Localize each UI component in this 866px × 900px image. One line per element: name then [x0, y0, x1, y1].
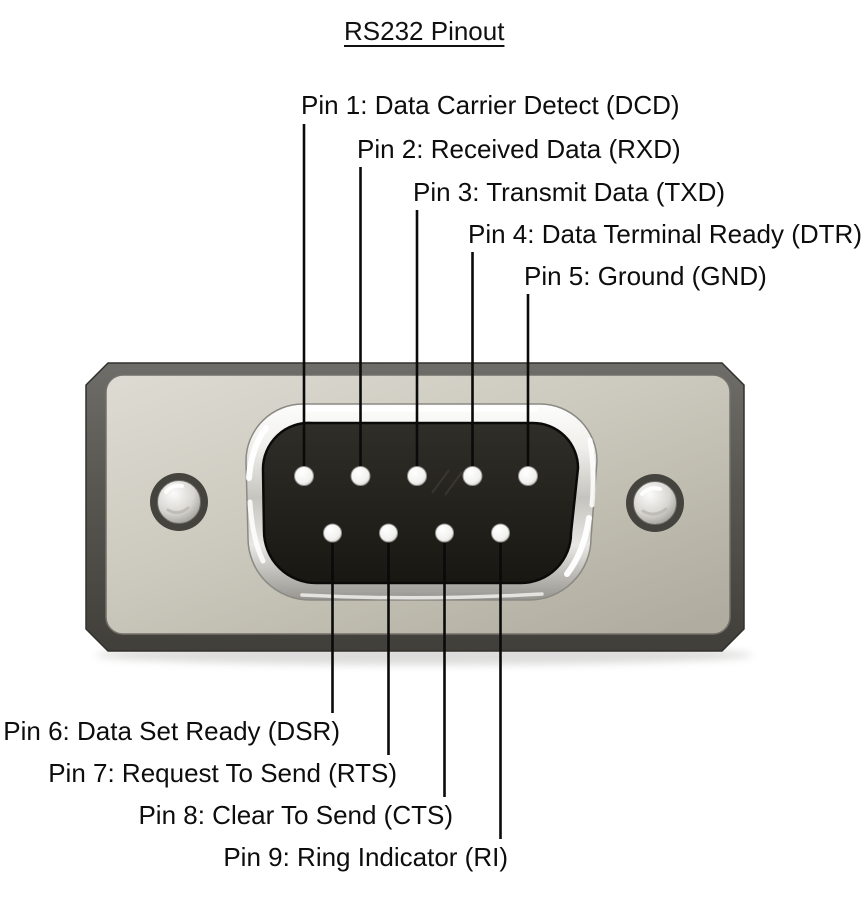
pin-7-label: Pin 7: Request To Send (RTS) — [48, 758, 397, 788]
pin-4 — [462, 466, 483, 486]
pin-2-label: Pin 2: Received Data (RXD) — [357, 134, 681, 164]
pin-3 — [407, 466, 427, 486]
top-leader-lines — [302, 124, 530, 476]
pin-9-label: Pin 9: Ring Indicator (RI) — [223, 842, 508, 872]
right-mounting-screw — [626, 474, 684, 532]
recess-scratches — [431, 469, 463, 496]
pin-4-label: Pin 4: Data Terminal Ready (DTR) — [468, 219, 862, 249]
pin-1 — [294, 466, 314, 486]
pin-8 — [435, 523, 454, 543]
pin-2 — [350, 466, 371, 486]
bottom-pin-row — [323, 523, 510, 543]
top-pin-row — [294, 466, 538, 486]
bottom-leader-lines — [331, 533, 502, 839]
pin-8-label: Pin 8: Clear To Send (CTS) — [138, 800, 453, 830]
pin-6 — [323, 523, 342, 543]
d-sub-recess — [261, 421, 580, 585]
pin-6-label: Pin 6: Data Set Ready (DSR) — [3, 716, 340, 746]
pin-5-label: Pin 5: Ground (GND) — [524, 261, 767, 291]
left-mounting-screw — [150, 473, 208, 531]
pin-5 — [518, 466, 538, 486]
pin-1-label: Pin 1: Data Carrier Detect (DCD) — [301, 90, 680, 120]
pin-3-label: Pin 3: Transmit Data (TXD) — [413, 177, 726, 207]
pin-7 — [379, 523, 398, 543]
diagram-title: RS232 Pinout — [344, 16, 505, 46]
pin-9 — [491, 523, 510, 543]
